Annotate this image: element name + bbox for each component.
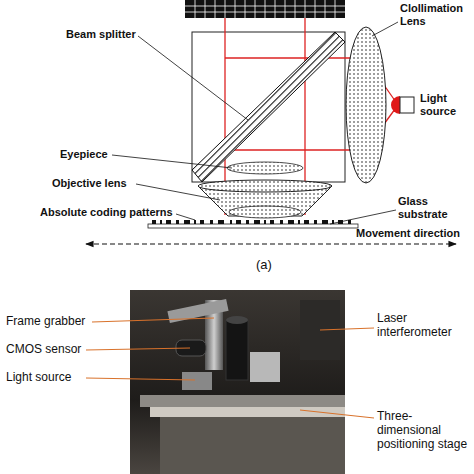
collimation-lens: [346, 27, 386, 183]
part-label: Frame grabber: [6, 315, 85, 329]
part-label: Light source: [420, 92, 472, 117]
part-label: Beam splitter: [66, 28, 136, 41]
movement-arrow: [86, 243, 456, 244]
light-source: [391, 96, 414, 114]
eyepiece: [227, 162, 303, 174]
part-label: Glass substrate: [398, 195, 472, 220]
part-label: Eyepiece: [60, 148, 108, 161]
part-label: Laser interferometer: [377, 312, 472, 340]
setup-photo: [130, 290, 345, 474]
objective-lens-top: [198, 180, 332, 192]
part-label: Light source: [6, 371, 71, 385]
photo-leader-lines: [86, 318, 374, 418]
part-label: Clollimation Lens: [400, 2, 470, 27]
part-label: Absolute coding patterns: [40, 206, 173, 219]
part-label: Three-dimensional positioning stage: [377, 410, 472, 451]
part-label: (a): [256, 258, 272, 273]
beam-splitter: [192, 32, 345, 182]
focus-spot: [229, 206, 301, 218]
glass-substrate: [148, 220, 358, 228]
part-label: CMOS sensor: [6, 343, 81, 357]
leader-lines: [112, 22, 398, 224]
part-label: Objective lens: [52, 177, 127, 190]
part-label: Movement direction: [356, 227, 460, 240]
beam-splitter-cube: [192, 32, 345, 182]
sensor-grid: [185, 0, 345, 18]
